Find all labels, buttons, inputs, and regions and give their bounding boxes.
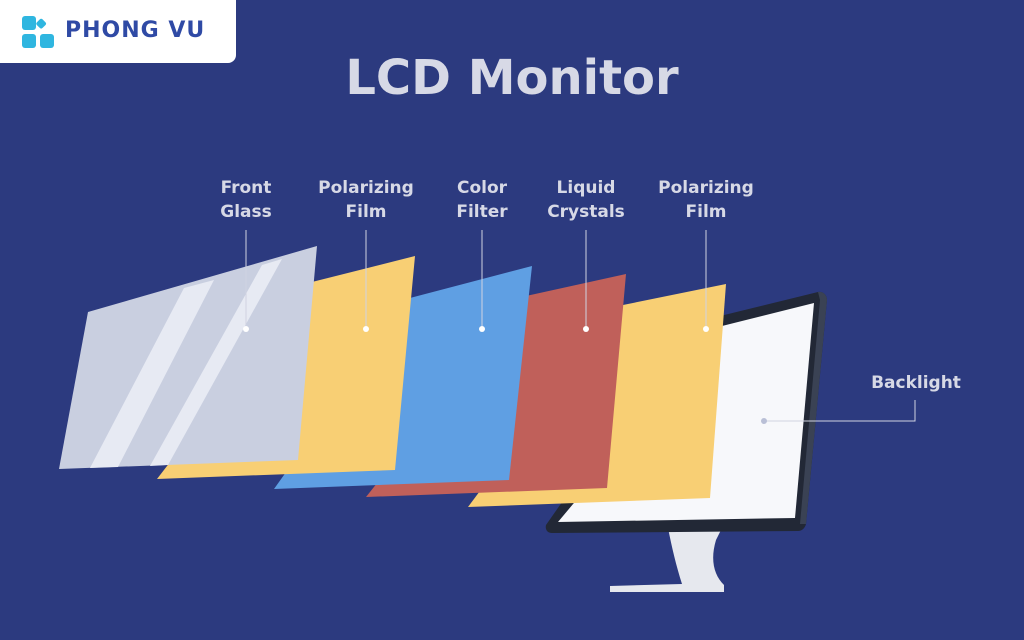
layer-front-glass — [59, 246, 317, 469]
leader-dot-color-filter — [479, 326, 485, 332]
label-polarizing-film-back: Polarizing Film — [646, 176, 766, 224]
label-liquid-crystals: Liquid Crystals — [531, 176, 641, 224]
label-polarizing-film-front: Polarizing Film — [306, 176, 426, 224]
label-liquid-crystals-line2: Crystals — [547, 202, 625, 222]
label-liquid-crystals-line1: Liquid — [556, 178, 616, 198]
label-color-filter-line1: Color — [456, 178, 508, 198]
label-color-filter-line2: Filter — [456, 202, 508, 222]
leader-dot-polarizing-film-front — [363, 326, 369, 332]
monitor-bezel-edge — [800, 291, 827, 524]
glass-reflection-2 — [150, 259, 282, 466]
label-front-glass-line1: Front — [220, 178, 272, 198]
leader-dot-front-glass — [243, 326, 249, 332]
leader-dot-backlight — [761, 418, 767, 424]
label-polarizing-film-front-line2: Film — [345, 202, 387, 222]
label-backlight: Backlight — [856, 371, 976, 395]
label-front-glass-line2: Glass — [220, 202, 272, 222]
logo-card: PHONG VU — [0, 0, 236, 63]
label-front-glass: Front Glass — [196, 176, 296, 224]
brand-name: PHONG VU — [65, 18, 206, 43]
monitor-stand — [610, 528, 724, 592]
label-backlight-text: Backlight — [871, 373, 961, 393]
glass-reflection-1 — [90, 280, 214, 468]
label-polarizing-film-back-line1: Polarizing — [658, 178, 754, 198]
leader-dot-liquid-crystals — [583, 326, 589, 332]
label-polarizing-film-front-line1: Polarizing — [318, 178, 414, 198]
leader-dot-polarizing-film-back — [703, 326, 709, 332]
page-title: LCD Monitor — [345, 50, 679, 106]
label-polarizing-film-back-line2: Film — [685, 202, 727, 222]
label-color-filter: Color Filter — [432, 176, 532, 224]
phong-vu-logo-icon — [22, 16, 54, 48]
leader-backlight — [764, 400, 916, 422]
